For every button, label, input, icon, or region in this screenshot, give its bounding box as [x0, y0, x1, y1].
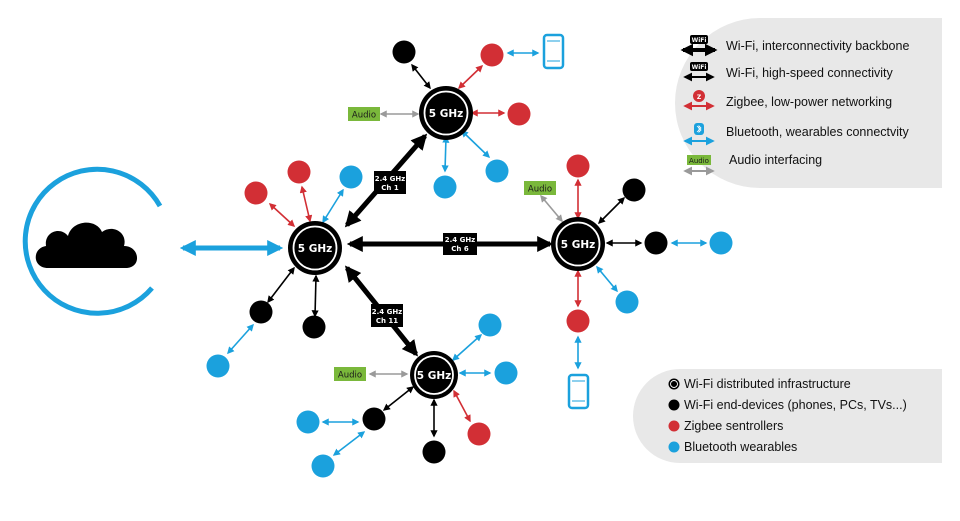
hub-label: 5 GHz	[417, 370, 451, 382]
hub-label: 5 GHz	[561, 239, 595, 251]
svg-text:Audio: Audio	[338, 371, 362, 381]
zigbee-sentroller	[244, 181, 268, 205]
blue-dot-icon	[668, 441, 680, 453]
bluetooth-wearable	[339, 165, 363, 189]
zigbee-arrow-icon: Z	[683, 90, 715, 111]
bluetooth-wearable	[478, 313, 502, 337]
hub-label: 5 GHz	[429, 108, 463, 120]
wifi-end-device	[362, 407, 386, 431]
audio-tag: Audio	[334, 367, 366, 381]
device-nodes	[206, 40, 733, 478]
bluetooth-wearable	[615, 290, 639, 314]
legend-links-panel	[675, 18, 942, 188]
legend-label: Wi-Fi end-devices (phones, PCs, TVs...)	[684, 398, 907, 412]
channel-label-ch11: 2.4 GHz Ch 11	[371, 304, 403, 327]
legend-nodes: Wi-Fi distributed infrastructure Wi-Fi e…	[668, 377, 907, 454]
bluetooth-wearable	[494, 361, 518, 385]
zigbee-sentroller	[566, 309, 590, 333]
hub-node-bottom: 5 GHz	[410, 351, 458, 399]
legend-label: Wi-Fi, interconnectivity backbone	[726, 39, 909, 53]
bluetooth-wearable	[485, 159, 509, 183]
zigbee-sentroller	[566, 154, 590, 178]
audio-arrow-icon: Audio	[683, 155, 715, 176]
zigbee-sentroller	[507, 102, 531, 126]
channel-band: 2.4 GHz	[375, 175, 406, 183]
hub-node-top: 5 GHz	[419, 86, 473, 140]
channel-name: Ch 6	[451, 245, 469, 253]
channel-name: Ch 11	[376, 317, 398, 325]
channel-label-ch6: 2.4 GHz Ch 6	[443, 233, 477, 255]
phone-icon	[567, 373, 590, 410]
bluetooth-arrow-icon	[683, 123, 715, 146]
svg-text:WiFi: WiFi	[692, 37, 707, 44]
channel-name: Ch 1	[381, 184, 399, 192]
legend-label: Wi-Fi, high-speed connectivity	[726, 66, 893, 80]
legend-label: Zigbee sentrollers	[684, 419, 783, 433]
hub-node-left: 5 GHz	[288, 221, 342, 275]
bluetooth-wearable	[206, 354, 230, 378]
zigbee-sentroller	[467, 422, 491, 446]
svg-text:Audio: Audio	[528, 185, 552, 195]
svg-text:Z: Z	[697, 94, 702, 101]
wifi-end-device	[249, 300, 273, 324]
wifi-double-arrow-icon: WiFi	[680, 35, 718, 57]
wifi-end-device	[302, 315, 326, 339]
bluetooth-wearable	[311, 454, 335, 478]
cloud-icon	[22, 166, 163, 316]
wifi-end-device	[622, 178, 646, 202]
bluetooth-wearable	[433, 175, 457, 199]
hub-node-right: 5 GHz	[551, 217, 605, 271]
audio-tag: Audio	[348, 107, 380, 121]
infrastructure-node-icon	[668, 378, 680, 390]
svg-text:WiFi: WiFi	[692, 64, 707, 71]
wifi-arrow-icon: WiFi	[683, 62, 715, 82]
phone-icon	[542, 33, 565, 70]
wifi-end-device	[422, 440, 446, 464]
black-dot-icon	[668, 399, 680, 411]
legend-label: Audio interfacing	[729, 153, 822, 167]
device-links	[227, 49, 708, 456]
legend-label: Zigbee, low-power networking	[726, 95, 892, 109]
legend-label: Bluetooth, wearables connectvity	[726, 125, 909, 139]
legend-links: WiFi Wi-Fi, interconnectivity backbone W…	[680, 35, 909, 176]
bluetooth-wearable	[709, 231, 733, 255]
legend-nodes-panel	[633, 369, 942, 463]
channel-band: 2.4 GHz	[445, 236, 476, 244]
hub-label: 5 GHz	[298, 243, 332, 255]
channel-band: 2.4 GHz	[372, 308, 403, 316]
svg-text:Audio: Audio	[352, 111, 376, 121]
zigbee-sentroller	[287, 160, 311, 184]
svg-text:Audio: Audio	[689, 157, 709, 165]
wifi-end-device	[644, 231, 668, 255]
legend-label: Bluetooth wearables	[684, 440, 797, 454]
audio-tag: Audio	[524, 181, 556, 195]
legend-label: Wi-Fi distributed infrastructure	[684, 377, 851, 391]
channel-label-ch1: 2.4 GHz Ch 1	[374, 171, 406, 194]
red-dot-icon	[668, 420, 680, 432]
bluetooth-wearable	[296, 410, 320, 434]
zigbee-sentroller	[480, 43, 504, 67]
wifi-end-device	[392, 40, 416, 64]
